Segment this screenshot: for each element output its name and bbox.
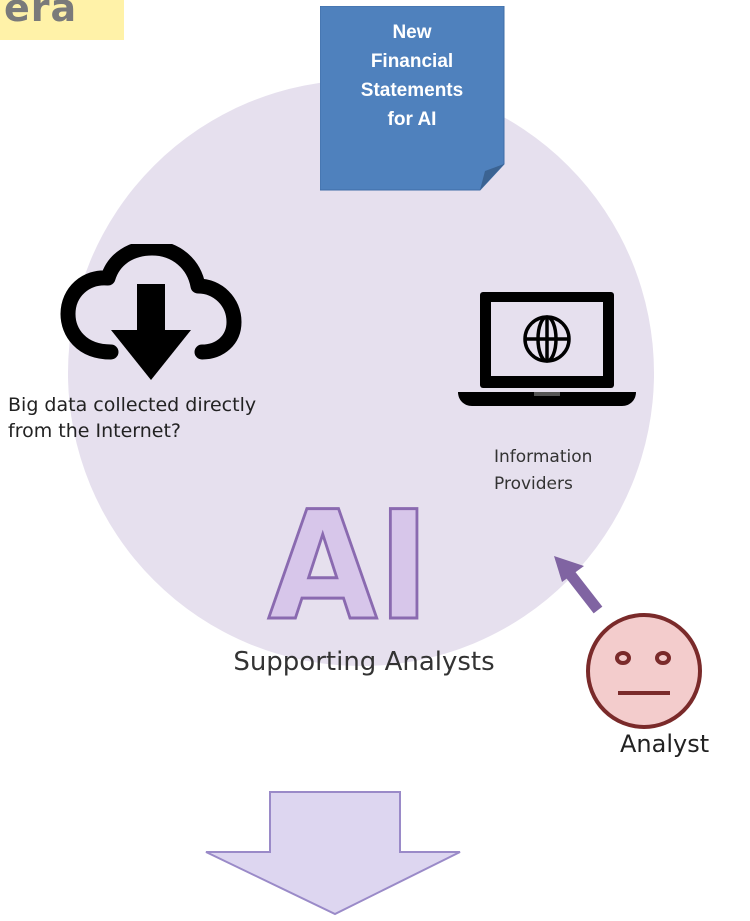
ai-logo: AI: [264, 479, 434, 656]
cloud-download-icon: [56, 240, 246, 384]
corner-title-text: era: [4, 0, 78, 30]
ai-logo-text: AI: [268, 498, 430, 626]
analyst-label: Analyst: [620, 730, 710, 758]
note-shape: [320, 6, 505, 191]
note-text: New Financial Statements for AI: [360, 22, 464, 130]
down-arrow-icon: [204, 790, 462, 916]
supporting-analysts-label: Supporting Analysts: [233, 647, 495, 677]
neutral-face-icon: [578, 612, 710, 730]
laptop-globe-icon: [458, 288, 636, 410]
arrow-up-left-icon: [548, 548, 606, 616]
financial-statements-note: New Financial Statements for AI: [320, 6, 516, 194]
big-data-caption: Big data collected directly from the Int…: [8, 394, 257, 442]
corner-title-fragment: era: [0, 0, 124, 40]
information-providers-caption: Information Providers: [494, 447, 593, 494]
